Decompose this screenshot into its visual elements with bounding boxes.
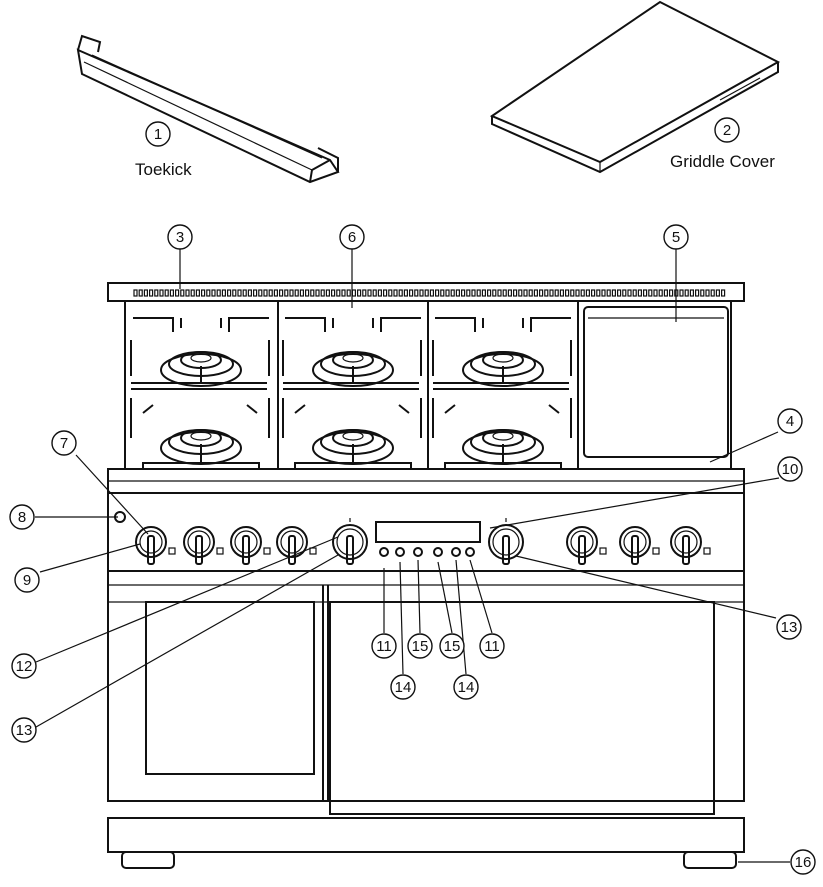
callout-number: 12 [16,658,33,675]
griddle-cover-drawing [489,0,781,174]
control-button [465,547,475,557]
leader-lines [35,249,790,863]
burner [462,351,544,387]
callout-number: 11 [376,638,392,655]
display-window [375,521,481,543]
burner-grates [130,317,572,469]
callout-13: 13 [11,717,37,743]
callout-number: 5 [672,229,680,246]
control-knob [183,526,224,565]
callout-number: 13 [781,619,798,636]
callout-number: 9 [23,572,31,589]
control-knob [566,526,607,565]
range-body [107,282,745,869]
control-button [395,547,405,557]
griddle-cover-label: Griddle Cover [670,152,775,171]
burner [160,351,242,387]
callout-number: 13 [16,722,33,739]
callout-number: 2 [723,122,731,139]
burner [312,351,394,387]
callout-11: 11 [371,633,397,659]
callout-12: 12 [11,653,37,679]
callout-8: 8 [9,504,35,530]
callout-13: 13 [776,614,802,640]
griddle-plate [583,306,729,458]
callout-number: 3 [176,229,184,246]
callout-6: 6 [339,224,365,250]
leveling-leg-right [683,851,737,869]
callout-number: 10 [782,461,799,478]
burner [312,429,394,465]
callout-14: 14 [390,674,416,700]
control-button [433,547,443,557]
toekick-label: Toekick [135,160,192,179]
control-knob [332,518,368,565]
callout-1: 1 [145,121,171,147]
callout-14: 14 [453,674,479,700]
control-knob [276,526,317,565]
callout-number: 16 [795,854,812,871]
callout-5: 5 [663,224,689,250]
control-buttons [114,511,475,557]
callout-2: 2 [714,117,740,143]
control-button [379,547,389,557]
control-knob [135,526,176,565]
callout-10: 10 [777,456,803,482]
callout-3: 3 [167,224,193,250]
callout-number: 14 [458,679,475,696]
leveling-leg-left [121,851,175,869]
callout-9: 9 [14,567,40,593]
control-button [413,547,423,557]
control-knob [230,526,271,565]
burner [160,429,242,465]
burner [462,429,544,465]
callout-4: 4 [777,408,803,434]
callout-number: 8 [18,509,26,526]
right-oven-window [329,601,715,815]
callout-16: 16 [790,849,816,875]
callout-7: 7 [51,430,77,456]
control-knobs [135,518,711,565]
callout-number: 14 [395,679,412,696]
control-button [451,547,461,557]
callout-number: 6 [348,229,356,246]
callout-number: 11 [484,638,500,655]
callout-11: 11 [479,633,505,659]
callout-number: 1 [154,126,162,143]
callout-number: 4 [786,413,794,430]
callout-number: 15 [412,638,429,655]
left-oven-window [145,601,315,775]
callout-15: 15 [439,633,465,659]
callout-number: 15 [444,638,461,655]
toekick-drawing [76,34,340,184]
control-knob [619,526,660,565]
control-knob [670,526,711,565]
callout-15: 15 [407,633,433,659]
backguard-vents [133,289,726,297]
callout-number: 7 [60,435,68,452]
